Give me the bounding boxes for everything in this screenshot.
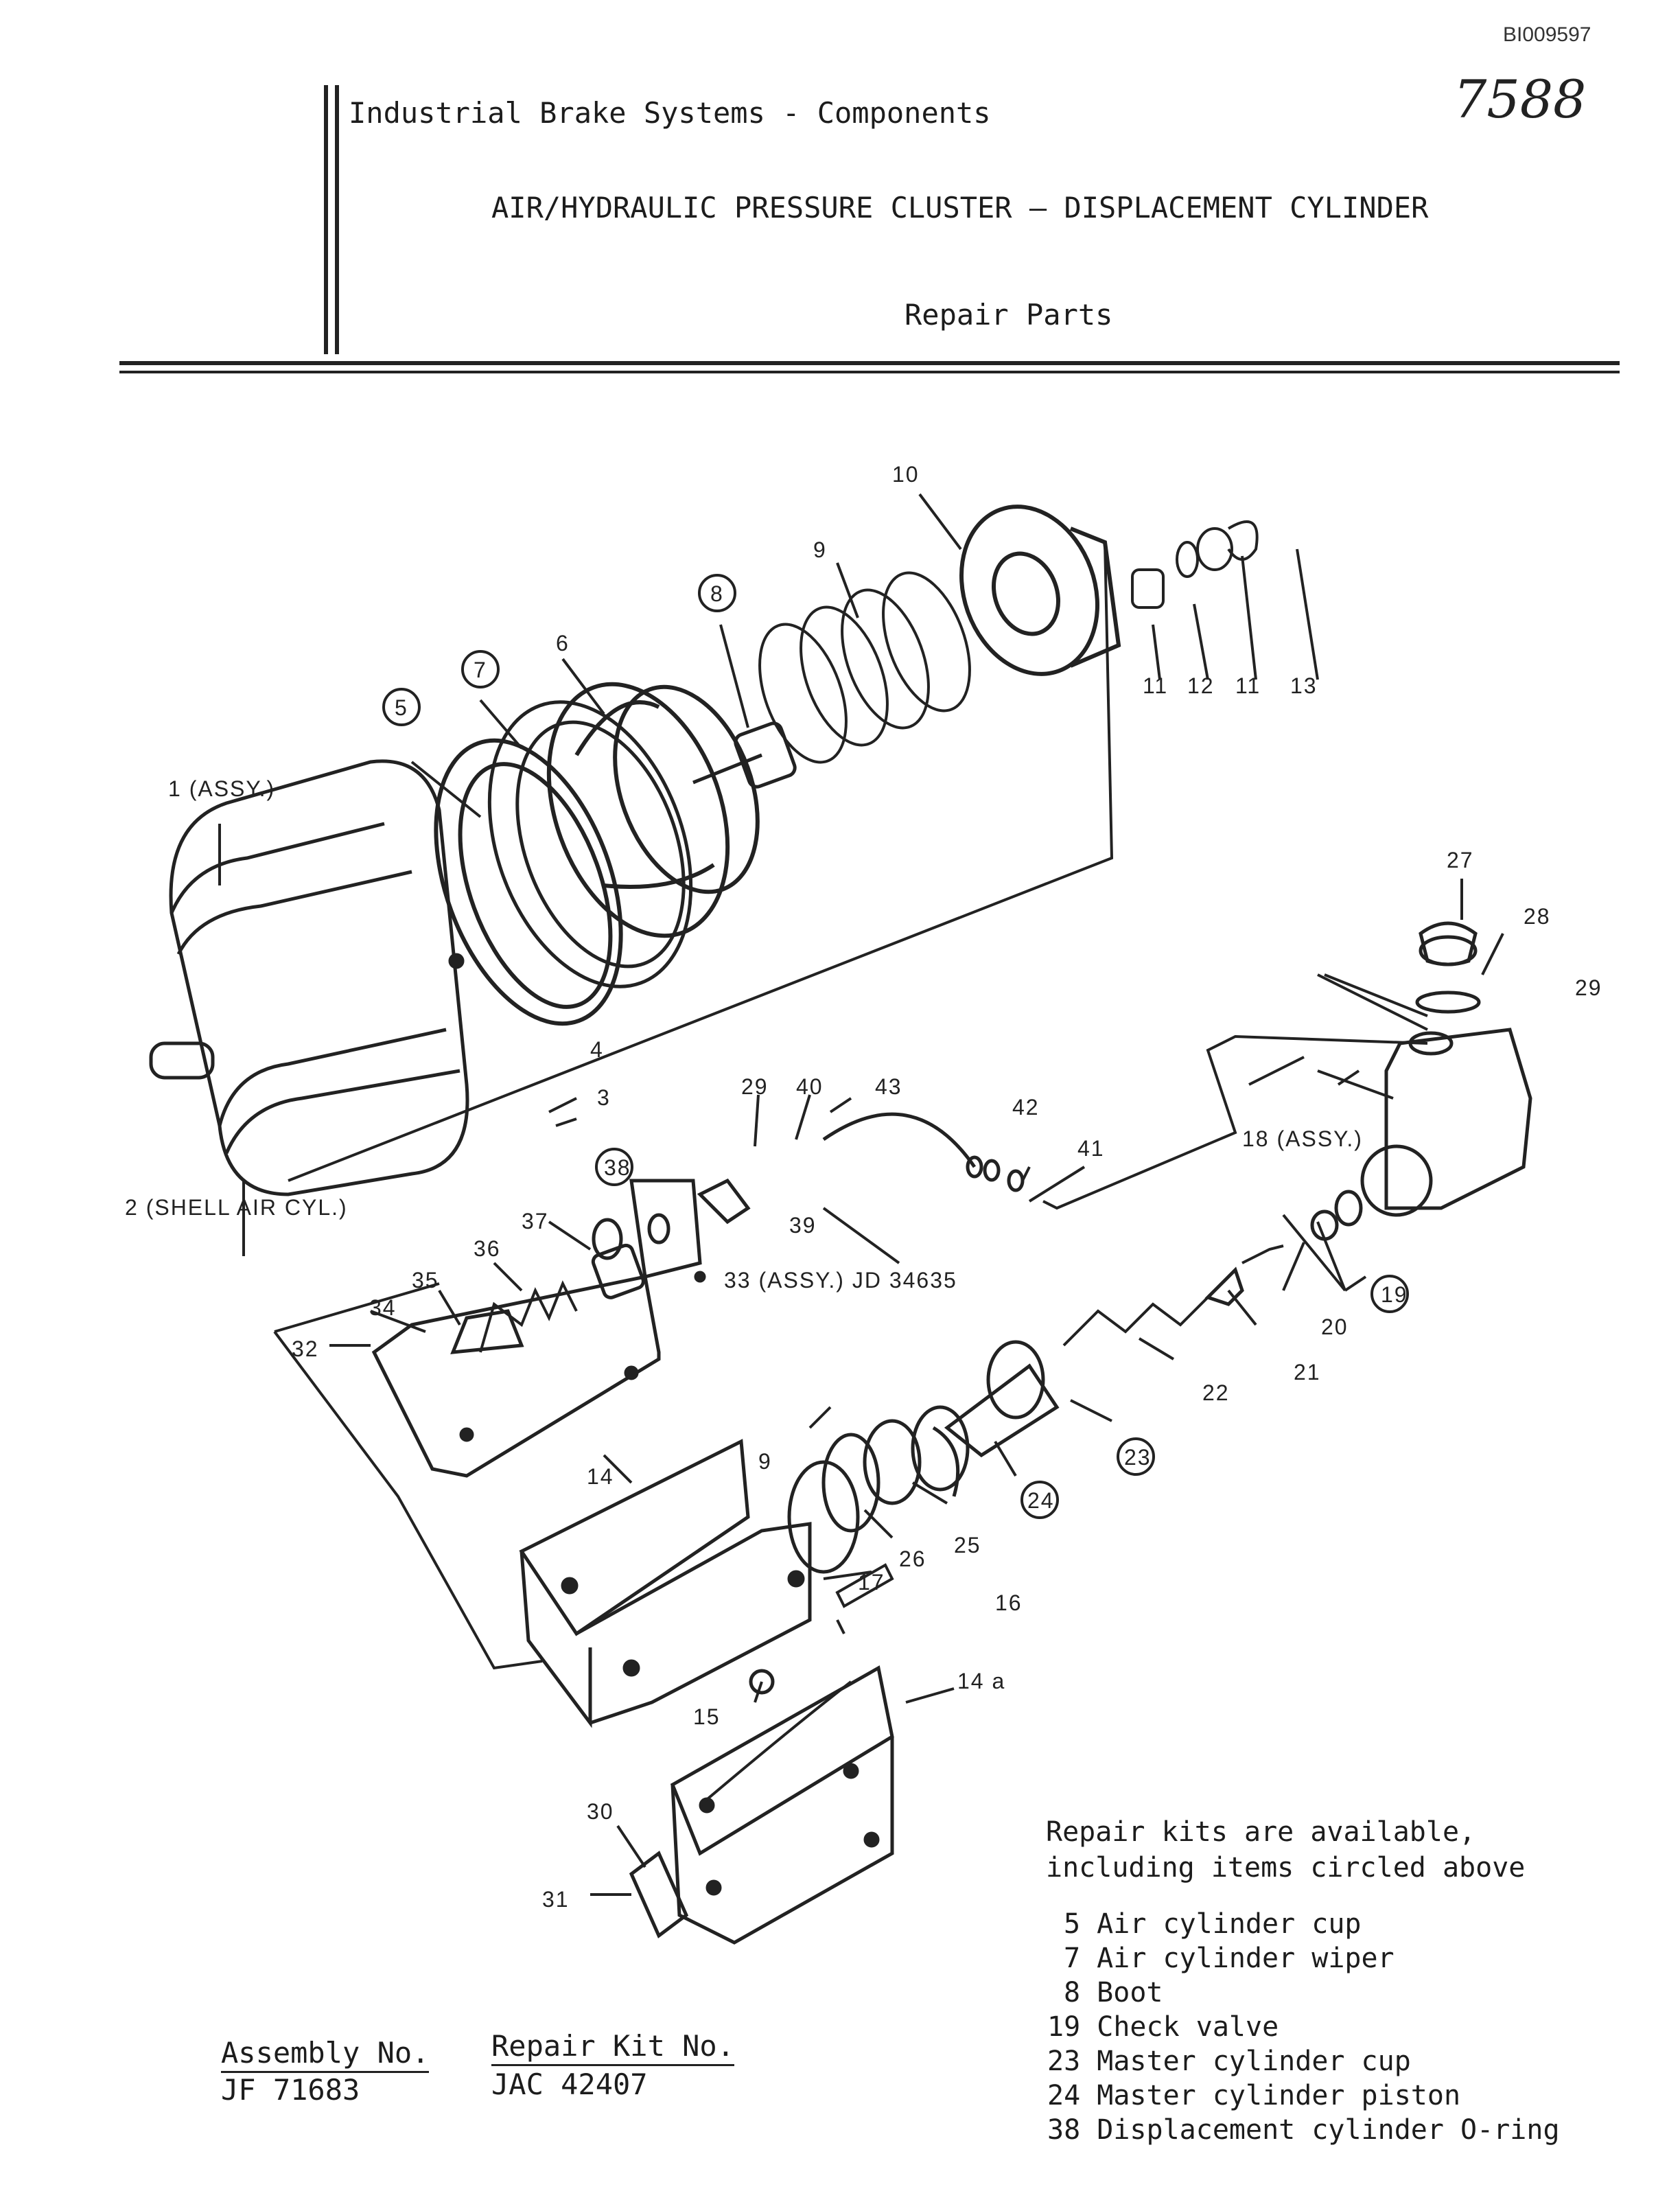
- repair-kit-number-label: Repair Kit No.: [491, 2029, 735, 2066]
- callout-16: 16: [995, 1590, 1023, 1615]
- displacement-cylinder-parts: [371, 1112, 1025, 1478]
- callout-38: 38: [604, 1155, 631, 1180]
- kit-item: 38 Displacement cylinder O-ring: [1047, 2114, 1560, 2146]
- callout-33-assy: 33 (ASSY.) JD 34635: [724, 1268, 957, 1293]
- callout-36: 36: [474, 1236, 501, 1261]
- callout-29: 29: [741, 1074, 769, 1099]
- document-id: BI009597: [1503, 23, 1591, 46]
- callout-17: 17: [858, 1570, 885, 1595]
- callout-31: 31: [542, 1887, 570, 1912]
- callout-41: 41: [1077, 1136, 1105, 1161]
- leader-lines: [218, 493, 1504, 1896]
- small-fittings: [1131, 520, 1259, 609]
- callout-27: 27: [1447, 848, 1474, 872]
- callout-9-top: 9: [813, 537, 827, 562]
- callout-2-shell: 2 (SHELL AIR CYL.): [125, 1195, 348, 1220]
- header-rule-bottom: [119, 371, 1620, 373]
- callout-23: 23: [1124, 1445, 1152, 1470]
- assembly-number-value: JF 71683: [221, 2073, 360, 2107]
- piston-plate: [546, 682, 760, 938]
- kit-item: 8 Boot: [1064, 1977, 1163, 2008]
- company-line: Industrial Brake Systems - Components: [349, 96, 991, 130]
- callout-14: 14: [587, 1464, 614, 1489]
- callout-21: 21: [1294, 1360, 1321, 1385]
- master-cylinder-internals: [787, 1190, 1363, 1574]
- repair-kit-note-line-1: Repair kits are available,: [1046, 1816, 1476, 1848]
- master-cylinder-housing: [1360, 921, 1532, 1217]
- repair-kit-note-line-2: including items circled above: [1046, 1852, 1526, 1884]
- callout-22: 22: [1202, 1380, 1230, 1405]
- callout-19: 19: [1381, 1282, 1408, 1307]
- callout-37: 37: [522, 1209, 549, 1234]
- assembly-number-label: Assembly No.: [221, 2036, 430, 2073]
- callout-12: 12: [1187, 673, 1215, 698]
- callout-39: 39: [789, 1213, 817, 1238]
- callout-8: 8: [710, 581, 724, 606]
- kit-item: 5 Air cylinder cup: [1064, 1908, 1362, 1940]
- callout-11-b: 11: [1235, 673, 1261, 698]
- callout-28: 28: [1524, 904, 1551, 929]
- callout-24: 24: [1027, 1488, 1055, 1513]
- callout-15: 15: [693, 1704, 721, 1729]
- header-vertical-rule-2: [335, 85, 339, 354]
- callout-42: 42: [1012, 1095, 1040, 1120]
- header-vertical-rule: [324, 85, 328, 354]
- callout-26: 26: [899, 1547, 926, 1571]
- callout-18-assy: 18 (ASSY.): [1242, 1126, 1363, 1151]
- kit-item: 23 Master cylinder cup: [1047, 2046, 1411, 2077]
- callout-20: 20: [1321, 1314, 1349, 1339]
- callout-4: 4: [590, 1037, 604, 1062]
- callout-25: 25: [954, 1533, 981, 1557]
- page-title: AIR/HYDRAULIC PRESSURE CLUSTER — DISPLAC…: [491, 191, 1429, 224]
- callout-32: 32: [292, 1336, 319, 1361]
- callout-11-a: 11: [1143, 673, 1168, 698]
- handwritten-number: 7588: [1454, 69, 1587, 130]
- callout-9-lower: 9: [758, 1449, 772, 1474]
- callout-6: 6: [556, 631, 570, 656]
- callout-10: 10: [892, 462, 920, 487]
- repair-kit-number-value: JAC 42407: [491, 2068, 648, 2101]
- callout-43: 43: [875, 1074, 902, 1099]
- callout-14a: 14 a: [957, 1669, 1005, 1693]
- kit-item: 19 Check valve: [1047, 2011, 1279, 2043]
- callout-30: 30: [587, 1799, 614, 1824]
- end-cap: [959, 505, 1121, 676]
- callout-5: 5: [395, 695, 408, 720]
- header-rule-top: [119, 361, 1620, 365]
- lower-reservoir: [629, 1665, 894, 1945]
- callout-40: 40: [796, 1074, 824, 1099]
- piston-rod-and-boot: [692, 721, 797, 789]
- kit-item: 7 Air cylinder wiper: [1064, 1943, 1395, 1974]
- callout-34: 34: [369, 1295, 397, 1320]
- callout-1-assy: 1 (ASSY.): [168, 776, 275, 801]
- kit-item: 24 Master cylinder piston: [1047, 2080, 1461, 2111]
- callout-13: 13: [1290, 673, 1318, 698]
- page-subtitle: Repair Parts: [905, 298, 1113, 332]
- reservoir-bracket: [519, 1439, 894, 1728]
- return-spring: [758, 571, 971, 764]
- air-cylinder-shell: [149, 759, 469, 1196]
- callout-29-right: 29: [1575, 975, 1602, 1000]
- air-cylinder-cup: [434, 738, 623, 1026]
- callout-35: 35: [412, 1268, 439, 1293]
- diagram-callouts: 10 9 8 6 7 5 1 (ASSY.) 2 (SHELL AIR CYL.…: [125, 462, 1602, 1912]
- callout-3: 3: [597, 1085, 611, 1110]
- kit-item-circles: [382, 574, 1409, 1519]
- callout-7: 7: [474, 658, 487, 682]
